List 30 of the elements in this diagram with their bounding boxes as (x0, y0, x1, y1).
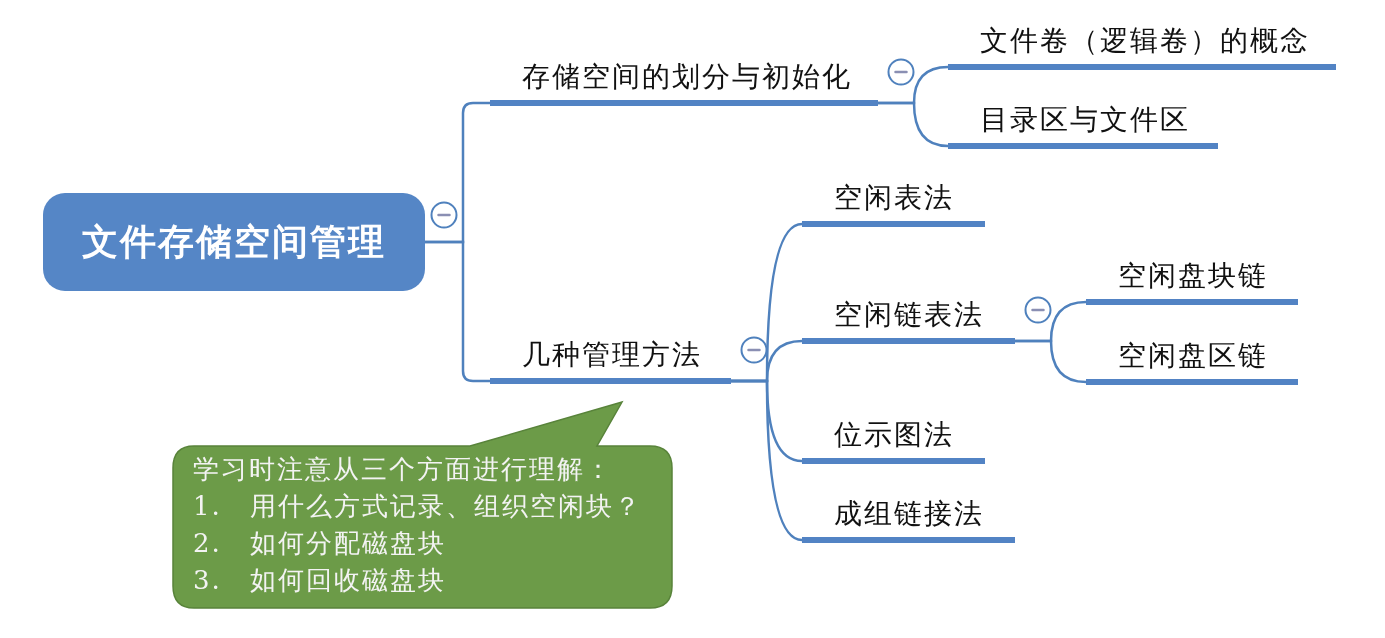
underlined-topic (802, 297, 1015, 344)
connector-line (876, 101, 950, 148)
topic-label: 位示图法 (834, 418, 954, 452)
underlined-topic (490, 59, 878, 106)
underlined-topic (490, 337, 731, 384)
connector-line (729, 379, 804, 542)
underlined-topic (948, 23, 1336, 70)
callout-list-item: 1. 用什么方式记录、组织空闲块？ (193, 490, 643, 523)
topic-label: 空闲盘区链 (1118, 339, 1268, 373)
topic-label: 目录区与文件区 (980, 103, 1190, 137)
root-topic-box (43, 193, 425, 291)
underlined-topic (802, 496, 1015, 543)
topic-label: 成组链接法 (834, 497, 984, 531)
speech-bubble (172, 400, 674, 610)
topic-label: 文件卷（逻辑卷）的概念 (980, 24, 1310, 58)
underlined-topic (1086, 338, 1298, 385)
topic-label: 空闲盘块链 (1118, 259, 1268, 293)
callout-list-item: 2. 如何分配磁盘块 (193, 527, 447, 560)
callout-heading: 学习时注意从三个方面进行理解： (193, 453, 613, 486)
connector-line (423, 240, 492, 383)
underlined-topic (1086, 258, 1298, 305)
topic-label: 空闲链表法 (834, 298, 984, 332)
topic-label: 存储空间的划分与初始化 (522, 60, 852, 94)
root-topic-label: 文件存储空间管理 (82, 220, 386, 264)
topic-label: 空闲表法 (834, 181, 954, 215)
callout-list-item: 3. 如何回收磁盘块 (193, 564, 447, 597)
underlined-topic (802, 180, 985, 227)
topic-label: 几种管理方法 (522, 338, 702, 372)
connector-line (1013, 339, 1088, 384)
underlined-topic (948, 102, 1218, 149)
